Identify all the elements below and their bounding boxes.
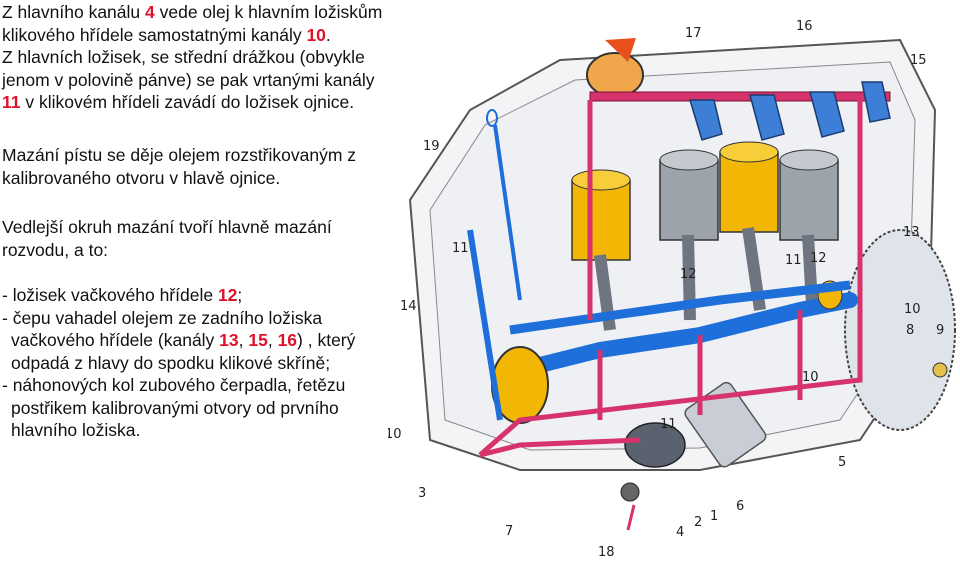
list-item-line: hlavního ložiska. xyxy=(2,419,422,442)
text: klikového hřídele samostatnými kanály xyxy=(2,25,306,45)
callout-label: 9 xyxy=(936,323,944,338)
text: - ložisek vačkového hřídele xyxy=(2,285,218,305)
channel-number: 13 xyxy=(219,330,238,350)
rocker-shaft xyxy=(590,92,890,101)
text: , xyxy=(268,330,278,350)
callout-label: 4 xyxy=(676,525,684,540)
text: , xyxy=(239,330,249,350)
text: vede olej k hlavním ložiskům xyxy=(155,2,383,22)
connecting-rod xyxy=(808,235,812,305)
callout-label: 1 xyxy=(710,509,718,524)
oil-drain-plug xyxy=(621,483,639,501)
text: . xyxy=(326,25,331,45)
callout-label: 10 xyxy=(802,370,819,385)
secondary-circuit-paragraph: Vedlejší okruh mazání tvoří hlavně mazán… xyxy=(2,216,422,261)
channel-number: 12 xyxy=(218,285,237,305)
text: Z hlavního kanálu xyxy=(2,2,145,22)
text: ) , který xyxy=(297,330,355,350)
callout-label: 3 xyxy=(418,486,426,501)
list-item-line: odpadá z hlavy do spodku klikové skříně; xyxy=(2,352,422,375)
callout-label: 19 xyxy=(423,139,440,154)
callout-label: 8 xyxy=(906,323,914,338)
text: - náhonových kol zubového čerpadla, řetě… xyxy=(2,375,345,395)
text: - čepu vahadel olejem ze zadního ložiska xyxy=(2,308,322,328)
text: v klikovém hřídeli zavádí do ložisek ojn… xyxy=(21,92,355,112)
callout-label: 18 xyxy=(598,545,615,560)
list-item-line: postřikem kalibrovanými otvory od prvníh… xyxy=(2,397,422,420)
callout-label: 6 xyxy=(736,499,744,514)
channel-number: 10 xyxy=(306,25,325,45)
callout-label: 12 xyxy=(810,251,827,266)
callout-label: 2 xyxy=(694,515,702,530)
callout-label: 11 xyxy=(452,241,469,256)
channel-number: 16 xyxy=(278,330,297,350)
channel-number: 15 xyxy=(248,330,267,350)
piston xyxy=(780,150,838,240)
channel-number: 4 xyxy=(145,2,155,22)
intro-paragraph: Z hlavního kanálu 4 vede olej k hlavním … xyxy=(2,1,442,114)
piston xyxy=(660,150,718,240)
callout-label: 5 xyxy=(838,455,846,470)
text: vačkového hřídele (kanály xyxy=(11,330,219,350)
callout-label: 11 xyxy=(785,253,802,268)
oil-filler-cap xyxy=(587,53,643,97)
callout-label: 13 xyxy=(903,225,920,240)
callout-label: 11 xyxy=(660,417,677,432)
callout-label: 12 xyxy=(680,267,697,282)
arrow-icon xyxy=(628,505,634,530)
callout-label: 7 xyxy=(505,524,513,539)
callout-label: 17 xyxy=(685,26,702,41)
callout-label: 10 xyxy=(388,427,402,442)
callout-label: 10 xyxy=(904,302,921,317)
piston xyxy=(572,170,630,260)
text: ; xyxy=(237,285,242,305)
list-item: - ložisek vačkového hřídele 12; xyxy=(2,284,422,307)
callout-label: 16 xyxy=(796,19,813,34)
secondary-circuit-list: - ložisek vačkového hřídele 12; - čepu v… xyxy=(2,284,422,442)
text: Z hlavních ložisek, se střední drážkou (… xyxy=(2,47,365,67)
callout-label: 14 xyxy=(400,299,417,314)
text: Mazání pístu se děje olejem rozstřikovan… xyxy=(2,145,356,165)
list-item: - náhonových kol zubového čerpadla, řetě… xyxy=(2,374,422,442)
piston xyxy=(720,142,778,232)
list-item-line: vačkového hřídele (kanály 13, 15, 16) , … xyxy=(2,329,422,352)
engine-lubrication-diagram: 17 16 15 19 13 11 11 12 12 14 10 8 9 10 … xyxy=(388,0,960,563)
list-item: - čepu vahadel olejem ze zadního ložiska… xyxy=(2,307,422,375)
text: Vedlejší okruh mazání tvoří hlavně mazán… xyxy=(2,217,332,237)
oil-pressure-sensor xyxy=(933,363,947,377)
channel-number: 11 xyxy=(2,92,21,112)
text: jenom v polovině pánve) se pak vrtanými … xyxy=(2,70,375,90)
callout-label: 15 xyxy=(910,53,927,68)
text: rozvodu, a to: xyxy=(2,240,108,260)
text: kalibrovaného otvoru v hlavě ojnice. xyxy=(2,168,280,188)
piston-lubrication-paragraph: Mazání pístu se děje olejem rozstřikovan… xyxy=(2,144,422,189)
